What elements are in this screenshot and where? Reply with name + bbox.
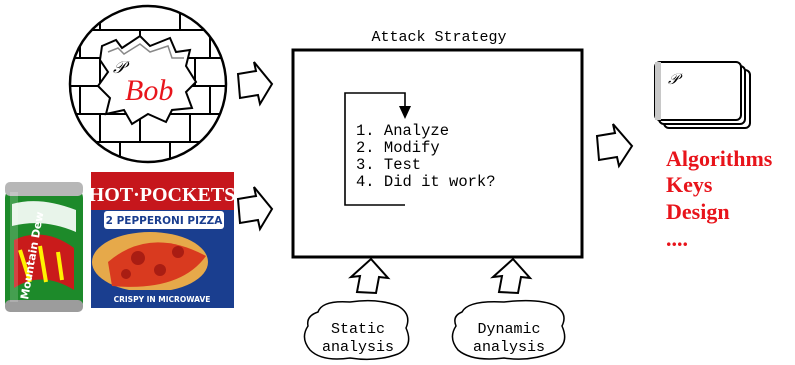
output-algorithms: Algorithms	[666, 146, 773, 171]
brick-wall-circle	[68, 4, 228, 164]
output-ellipsis: ....	[666, 226, 688, 251]
program-document-icon	[654, 61, 751, 129]
dynamic-analysis-bubble	[451, 299, 566, 360]
arrow-food-to-strategy	[236, 186, 274, 232]
pizza-box-brand: HOT·POCKETS	[89, 184, 236, 206]
pizza-box-footer: CRISPY IN MICROWAVE	[114, 295, 211, 304]
arrow-static-analysis-up	[348, 257, 391, 295]
attack-strategy-title: Attack Strategy	[371, 29, 506, 46]
static-analysis-bubble	[303, 299, 410, 361]
step-3: 3. Test	[356, 156, 421, 174]
loop-arrow-head	[399, 106, 411, 119]
pizza-box-banner: 2 PEPPERONI PIZZA	[106, 215, 224, 227]
step-4: 4. Did it work?	[356, 173, 496, 191]
loop-arrow	[344, 92, 406, 206]
static-analysis-line2: analysis	[322, 339, 394, 356]
pizza-box-image	[91, 172, 234, 308]
step-2: 2. Modify	[356, 139, 440, 157]
dynamic-analysis-line1: Dynamic	[477, 321, 540, 338]
arrow-dynamic-analysis-up	[490, 257, 533, 295]
output-design: Design	[666, 199, 730, 224]
soda-can-image	[5, 182, 83, 312]
step-1: 1. Analyze	[356, 122, 449, 140]
attack-strategy-box	[291, 48, 584, 259]
static-analysis-line1: Static	[331, 321, 385, 338]
arrow-strategy-to-output	[595, 123, 634, 169]
bob-label: Bob	[125, 74, 173, 107]
dynamic-analysis-line2: analysis	[473, 339, 545, 356]
arrow-bob-to-strategy	[236, 61, 274, 107]
output-keys: Keys	[666, 172, 713, 197]
